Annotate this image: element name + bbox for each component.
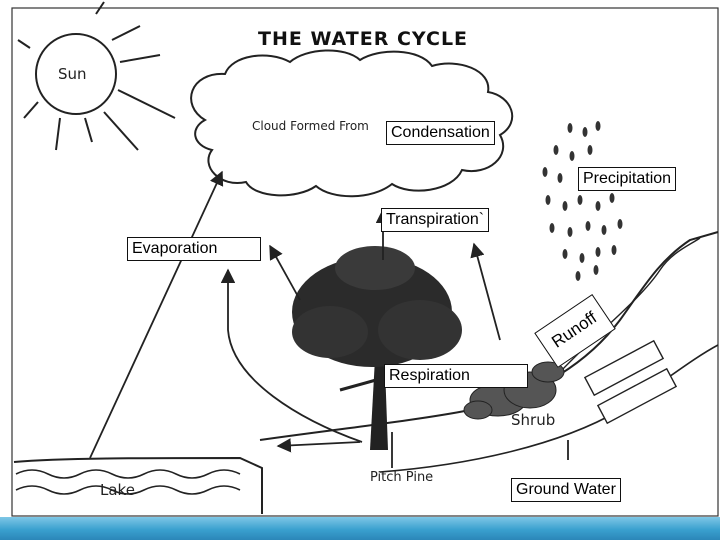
process-arrows bbox=[89, 170, 569, 468]
ground-water-curve bbox=[379, 344, 719, 473]
respiration-label: Respiration bbox=[384, 364, 528, 388]
rain-drops-icon bbox=[542, 121, 623, 281]
water-decoration-strip bbox=[0, 517, 720, 540]
blank-box-2 bbox=[596, 367, 678, 425]
diagram-title: THE WATER CYCLE bbox=[258, 28, 468, 50]
transpiration-label: Transpiration` bbox=[381, 208, 490, 232]
pitch-pine-label: Pitch Pine bbox=[370, 470, 433, 485]
lake-wave-2 bbox=[15, 485, 241, 495]
lake-label: Lake bbox=[100, 481, 135, 499]
lake-bed bbox=[13, 456, 263, 514]
sun-icon bbox=[17, 1, 176, 151]
precipitation-label: Precipitation bbox=[578, 167, 677, 191]
blank-box-1 bbox=[583, 339, 665, 397]
shrub-label: Shrub bbox=[511, 411, 555, 429]
cloud-label: Cloud Formed From bbox=[252, 119, 369, 133]
evaporation-label: Evaporation bbox=[127, 237, 261, 261]
lake-wave-1 bbox=[15, 469, 241, 479]
cloud-icon bbox=[190, 49, 513, 198]
ground-water-label: Ground Water bbox=[511, 478, 621, 502]
sun-label: Sun bbox=[58, 65, 87, 83]
condensation-label: Condensation bbox=[386, 121, 495, 145]
page-frame bbox=[11, 7, 719, 517]
pitch-pine-tree-icon bbox=[292, 246, 462, 450]
